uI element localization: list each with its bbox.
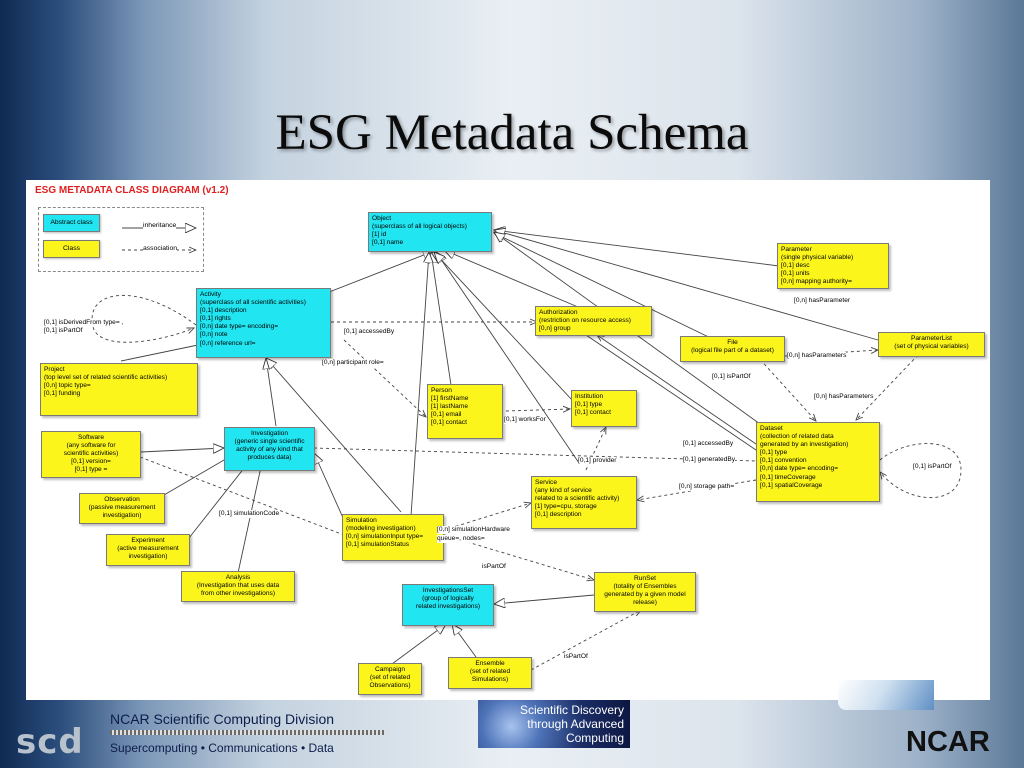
label-simulation-is-part-of: isPartOf	[482, 563, 506, 571]
class-diagram: ESG METADATA CLASS DIAGRAM (v1.2) Abstra…	[26, 180, 990, 700]
label-queue-nodes: queue=, nodes=	[437, 535, 485, 543]
class-institution: Institution [0,1] type [0,1] contact	[571, 390, 637, 427]
label-file-has-parameters: [0,n] hasParameters	[787, 352, 847, 360]
globe-graphic	[838, 680, 934, 710]
legend: Abstract class Class inheritance associa…	[38, 207, 204, 272]
label-activity-accessed-by: [0,1] accessedBy	[344, 328, 395, 336]
class-authorization: Authorization (restriction on resource a…	[535, 306, 652, 336]
class-service: Service (any kind of service related to …	[531, 476, 637, 529]
division-tagline: Supercomputing • Communications • Data	[110, 741, 334, 755]
scidac-badge: Scientific Discovery through Advanced Co…	[478, 700, 630, 748]
class-simulation: Simulation (modeling investigation) [0,n…	[342, 514, 444, 561]
label-dataset-accessed-by: [0,1] accessedBy	[683, 440, 734, 448]
class-runset: RunSet (totality of Ensembles generated …	[594, 572, 696, 612]
class-ensemble: Ensemble (set of related Simulations)	[448, 657, 532, 689]
label-activity-is-part-of: [0,1] isPartOf	[44, 327, 83, 335]
label-is-derived-from: [0,1] isDerivedFrom type= ,	[44, 319, 124, 327]
legend-inheritance: inheritance	[143, 222, 177, 229]
label-storage-path: [0,n] storage path=	[679, 483, 735, 491]
diagram-heading: ESG METADATA CLASS DIAGRAM (v1.2)	[35, 185, 229, 196]
division-name: NCAR Scientific Computing Division	[110, 711, 335, 727]
class-analysis: Analysis (Investigation that uses data f…	[181, 571, 295, 602]
class-parameter: Parameter (single physical variable) [0,…	[777, 243, 889, 289]
legend-association: association	[143, 245, 178, 252]
slide-title: ESG Metadata Schema	[275, 105, 749, 161]
class-person: Person [1] firstName [1] lastName [0,1] …	[427, 384, 503, 439]
class-object: Object (superclass of all logical object…	[368, 212, 492, 252]
label-provider: [0,1] provider	[578, 457, 617, 465]
class-observation: Observation (passive measurement investi…	[79, 493, 165, 524]
class-project: Project (top level set of related scient…	[40, 363, 198, 416]
legend-class: Class	[43, 240, 100, 258]
footer-rule	[110, 730, 386, 735]
class-experiment: Experiment (active measurement investiga…	[106, 534, 190, 566]
class-activity: Activity (superclass of all scientific a…	[196, 288, 331, 358]
class-parameter-list: ParameterList (set of physical variables…	[878, 332, 985, 357]
label-simulation-code: [0,1] simulationCode	[219, 510, 280, 518]
label-generated-by: [0,1] generatedBy	[683, 456, 736, 464]
class-software: Software (any software for scientific ac…	[41, 431, 141, 478]
label-dataset-is-part-of: [0,1] isPartOf	[913, 463, 952, 471]
label-participant-role: [0,n] participant role=	[322, 359, 384, 367]
class-investigation: Investigation (generic single scientific…	[224, 427, 315, 471]
label-ensemble-is-part-of: isPartOf	[564, 653, 588, 661]
class-investigations-set: InvestigationsSet (group of logically re…	[402, 584, 494, 626]
label-works-for: [0,1] worksFor	[504, 416, 546, 424]
class-file: File (logical file part of a dataset)	[680, 336, 785, 362]
legend-abstract-class: Abstract class	[43, 214, 100, 232]
label-simulation-hardware: [0,n] simulationHardware	[437, 526, 510, 534]
label-dataset-has-parameters: [0,n] hasParameters	[814, 393, 874, 401]
class-campaign: Campaign (set of related Observations)	[358, 663, 422, 695]
label-has-parameter: [0,n] hasParameter	[794, 297, 851, 305]
ncar-logo: NCAR	[906, 726, 990, 758]
class-dataset: Dataset (collection of related data gene…	[756, 422, 880, 502]
label-file-is-part-of: [0,1] isPartOf	[712, 373, 751, 381]
scd-logo: scd	[16, 722, 84, 762]
